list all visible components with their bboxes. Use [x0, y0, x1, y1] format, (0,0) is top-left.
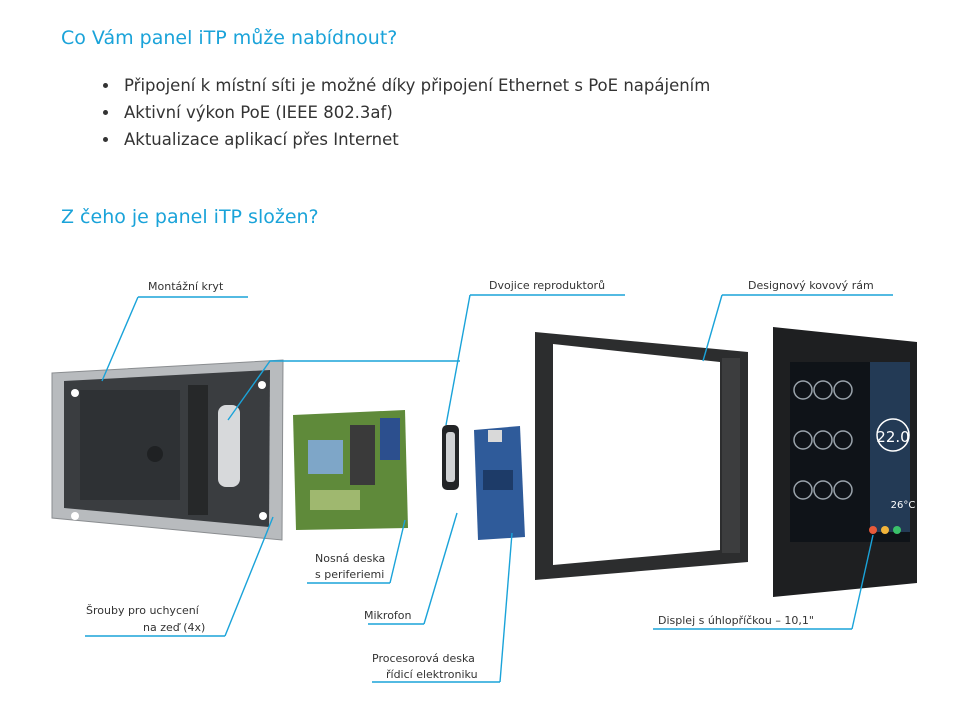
label-frame: Designový kovový rám — [748, 279, 874, 292]
label-cpu-board-2: řídicí elektroniku — [386, 668, 478, 681]
features-list: Připojení k místní síti je možné díky př… — [100, 72, 710, 153]
label-cpu-board-1: Procesorová deska — [372, 652, 475, 665]
list-item: Připojení k místní síti je možné díky př… — [120, 72, 710, 99]
callout-lines — [85, 294, 893, 683]
label-carrier-board-2: s periferiemi — [315, 568, 384, 581]
mounting-cover-illustration — [51, 359, 284, 541]
label-carrier-board-1: Nosná deska — [315, 552, 385, 565]
metal-frame-illustration — [535, 332, 748, 580]
speaker-illustration — [442, 425, 459, 490]
list-item: Aktivní výkon PoE (IEEE 802.3af) — [120, 99, 710, 126]
label-screws-2: na zeď (4x) — [143, 621, 205, 634]
display-illustration: 22.0 26°C — [773, 327, 917, 597]
label-speakers: Dvojice reproduktorů — [489, 279, 605, 292]
carrier-board-illustration — [293, 410, 408, 530]
label-microphone: Mikrofon — [364, 609, 412, 622]
exploded-diagram: 22.0 26°C Montážní kryt Dvojice reproduk… — [51, 279, 917, 683]
screen-outdoor-temp: 26°C — [891, 500, 916, 511]
label-display: Displej s úhlopříčkou – 10,1" — [658, 614, 814, 627]
cpu-board-illustration — [474, 426, 525, 540]
list-item: Aktualizace aplikací přes Internet — [120, 126, 710, 153]
label-mounting-cover: Montážní kryt — [148, 280, 224, 293]
screen-temperature: 22.0 — [876, 428, 909, 446]
heading-composition: Z čeho je panel iTP složen? — [61, 206, 319, 228]
label-screws-1: Šrouby pro uchycení — [86, 604, 200, 617]
heading-features: Co Vám panel iTP může nabídnout? — [61, 27, 398, 49]
